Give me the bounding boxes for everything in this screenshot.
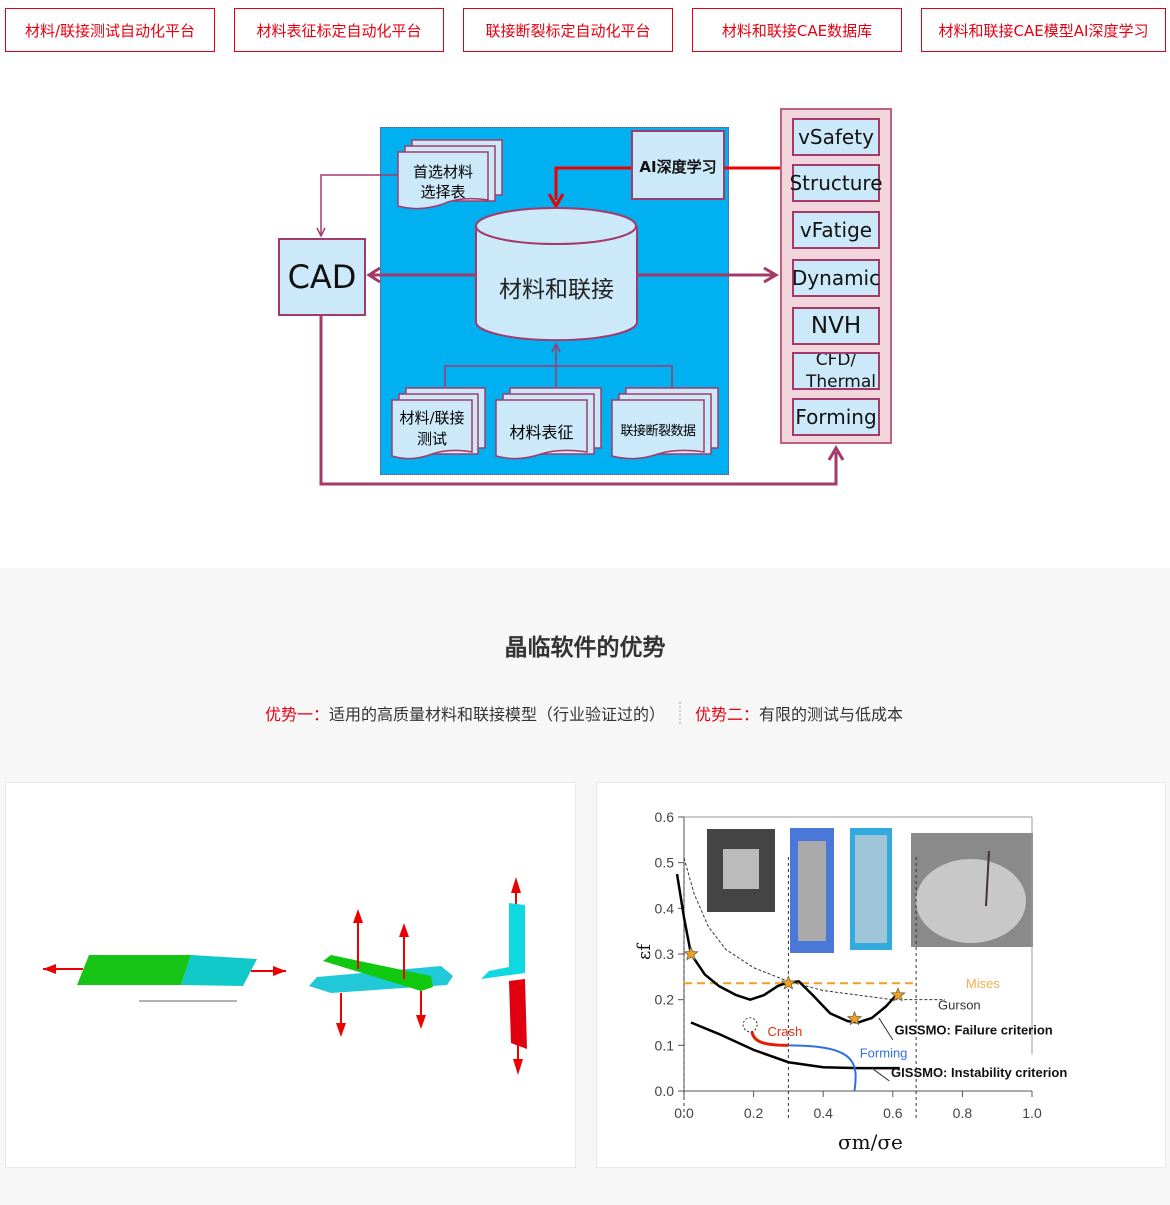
x-tick-label: 0.0 (674, 1105, 694, 1121)
input-doc-characterization: 材料表征 (509, 423, 574, 442)
cad-label: CAD (287, 258, 357, 296)
app-label: vSafety (798, 125, 874, 149)
ai-label: AI深度学习 (639, 158, 717, 176)
t-peel-cyan-plate (481, 903, 525, 979)
app-structure: Structure (789, 164, 883, 202)
failure-criterion-label: GISSMO: Failure criterion (895, 1022, 1053, 1037)
crash-label: Crash (768, 1024, 803, 1039)
app-forming: Forming (792, 398, 880, 436)
lap-shear-cyan-plate (181, 955, 257, 986)
data-star (780, 975, 797, 990)
divider (679, 702, 682, 724)
y-tick-label: 0.2 (655, 992, 675, 1008)
mises-label: Mises (966, 976, 1000, 991)
app-vfatige: vFatige (792, 211, 880, 249)
tab-ai-learning[interactable]: 材料和联接CAE模型AI深度学习 (921, 8, 1166, 52)
x-tick-label: 1.0 (1022, 1105, 1042, 1121)
app-label: vFatige (799, 218, 873, 242)
advantages-list: 优势一： 适用的高质量材料和联接模型（行业验证过的） 优势二： 有限的测试与低成… (265, 701, 903, 725)
tab-characterization-platform[interactable]: 材料表征标定自动化平台 (234, 8, 444, 52)
y-tick-label: 0.6 (655, 809, 675, 825)
selection-doc: 首选材料选择表 (398, 162, 488, 202)
y-tick-label: 0.5 (655, 855, 675, 871)
y-tick-label: 0.4 (655, 900, 675, 916)
forming-path (788, 1044, 857, 1092)
app-label: Structure (789, 171, 883, 195)
y-axis-label: εf (634, 943, 655, 960)
instability-criterion-label: GISSMO: Instability criterion (891, 1065, 1067, 1080)
app-cfd-thermal: CFD/ Thermal (792, 352, 880, 390)
gurson-label: Gurson (938, 998, 981, 1013)
input-doc-line1: 材料/联接 (399, 409, 465, 427)
database-label: 材料和联接 (499, 277, 614, 303)
selection-doc-line2: 选择表 (420, 183, 466, 201)
failure-curve (675, 873, 898, 1024)
x-tick-label: 0.4 (813, 1105, 833, 1121)
x-axis-label: σm/σe (838, 1130, 903, 1154)
selection-doc-line1: 首选材料 (412, 163, 473, 181)
y-tick-label: 0.1 (655, 1037, 675, 1053)
x-tick-label: 0.2 (744, 1105, 764, 1121)
app-nvh: NVH (792, 307, 880, 345)
cross-tension-green-plate (323, 955, 433, 991)
input-doc-line2: 测试 (416, 430, 447, 448)
app-vsafety: vSafety (792, 118, 880, 156)
advantage-1-label: 优势一： (265, 705, 330, 724)
app-label: CFD/ Thermal (806, 352, 877, 390)
gurson-curve (683, 857, 945, 1001)
joint-specimens-panel (5, 782, 576, 1168)
advantage-2-label: 优势二： (695, 705, 760, 724)
advantage-2-text: 有限的测试与低成本 (759, 705, 904, 724)
y-tick-label: 0.0 (655, 1083, 675, 1099)
app-dynamic: Dynamic (792, 259, 880, 297)
lap-shear-green-plate (77, 955, 191, 985)
app-label: Forming (795, 405, 877, 429)
app-label: NVH (810, 312, 862, 339)
cad-box: CAD (278, 238, 366, 316)
data-star (890, 986, 906, 1002)
data-star (683, 945, 699, 961)
tab-cae-database[interactable]: 材料和联接CAE数据库 (692, 8, 902, 52)
joint-specimens-illustration (43, 877, 527, 1075)
tab-testing-platform[interactable]: 材料/联接测试自动化平台 (5, 8, 215, 52)
instability-curve (690, 1021, 900, 1070)
tab-fracture-platform[interactable]: 联接断裂标定自动化平台 (463, 8, 673, 52)
t-peel-red-plate (509, 979, 527, 1049)
advantage-1-text: 适用的高质量材料和联接模型（行业验证过的） (329, 705, 666, 724)
forming-label: Forming (860, 1046, 908, 1061)
failure-leader (878, 1017, 894, 1041)
input-doc-fracture: 联接断裂数据 (620, 424, 696, 439)
x-tick-label: 0.6 (883, 1105, 903, 1121)
y-tick-label: 0.3 (655, 946, 675, 962)
data-star (846, 1010, 863, 1026)
input-doc-testing: 材料/联接测试 (392, 408, 472, 450)
x-tick-label: 0.8 (953, 1105, 973, 1121)
fracture-burst-icon (742, 1017, 758, 1033)
app-label: Dynamic (791, 266, 881, 290)
diagram-connectors (316, 139, 845, 486)
instability-leader (871, 1067, 890, 1082)
advantages-title: 晶临软件的优势 (504, 635, 666, 661)
ai-box: AI深度学习 (631, 130, 725, 200)
crash-path (750, 1031, 789, 1047)
